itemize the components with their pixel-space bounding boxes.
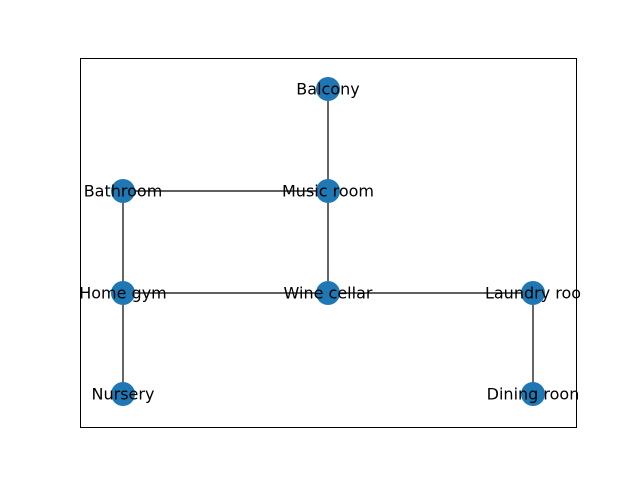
node-label-dining: Dining roon [487,385,580,404]
node-nursery [111,382,135,406]
node-label-wine: Wine cellar [284,284,373,303]
node-wine [316,281,340,305]
node-label-gym: Home gym [79,284,167,303]
node-label-laundry: Laundry roo [485,284,581,303]
node-label-bathroom: Bathroom [84,182,163,201]
node-label-music: Music room [282,182,374,201]
node-laundry [521,281,545,305]
node-dining [521,382,545,406]
node-music [316,179,340,203]
edges-layer [122,89,534,394]
node-bathroom [111,179,135,203]
node-label-balcony: Balcony [296,80,359,99]
node-label-nursery: Nursery [92,385,155,404]
nodes-layer [111,77,545,406]
node-gym [111,281,135,305]
plot-frame [80,58,577,428]
node-balcony [316,77,340,101]
